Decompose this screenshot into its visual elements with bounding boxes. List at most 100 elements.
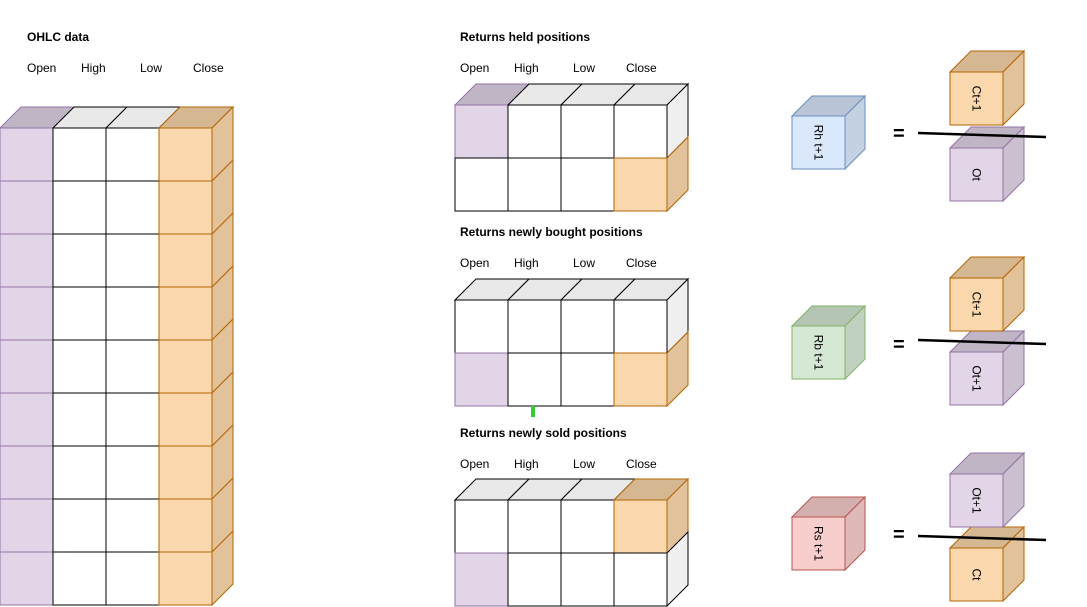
ohlc-cell-r8-c2	[105, 551, 160, 606]
denominator-cube-0-label: Ot	[970, 168, 984, 181]
panel0-cell-r1-c1	[507, 157, 562, 212]
ohlc-cell-r7-c2	[105, 498, 160, 553]
ohlc-cell-r5-c3	[158, 392, 213, 447]
panel0-cell-r1-c2	[560, 157, 615, 212]
result-cube-1: Rb t+1	[790, 304, 867, 381]
panel2-cell-r1-c1	[507, 552, 562, 607]
panel-held-grid	[453, 82, 690, 213]
numerator-cube-1-front	[949, 277, 1004, 332]
panel1-cell-r0-c1	[507, 299, 562, 354]
panel-bought-col-low: Low	[573, 256, 595, 270]
panel-bought-grid	[453, 277, 690, 408]
panel-sold-col-open: Open	[460, 457, 489, 471]
panel-held-col-high: High	[514, 61, 539, 75]
result-cube-1-front	[791, 325, 846, 380]
ohlc-cell-r5-c2	[105, 392, 160, 447]
result-cube-0-label: Rh t+1	[812, 125, 826, 161]
ohlc-cell-r6-c3	[158, 445, 213, 500]
panel1-cell-r0-c2	[560, 299, 615, 354]
ohlc-cell-r1-c2	[105, 180, 160, 235]
numerator-cube-0-label: Ct+1	[970, 86, 984, 112]
ohlc-cell-r0-c1	[52, 127, 107, 182]
ohlc-cell-r3-c1	[52, 286, 107, 341]
equals-sign-2: =	[893, 524, 905, 546]
panel2-cell-r0-c1	[507, 499, 562, 554]
ohlc-cell-r0-c0	[0, 127, 54, 182]
ohlc-cell-r2-c1	[52, 233, 107, 288]
ohlc-col-low: Low	[140, 61, 162, 75]
ohlc-cell-r8-c1	[52, 551, 107, 606]
panel0-cell-r1-c0	[454, 157, 509, 212]
ohlc-cell-r8-c0	[0, 551, 54, 606]
panel-sold-col-low: Low	[573, 457, 595, 471]
result-cube-2-front	[791, 516, 846, 571]
ohlc-block: OHLC data Open High Low Close	[0, 30, 235, 607]
numerator-cube-2-label: Ot+1	[970, 487, 984, 514]
result-cube-2-label: Rs t+1	[812, 526, 826, 561]
ohlc-col-high: High	[81, 61, 106, 75]
ohlc-cell-r3-c3	[158, 286, 213, 341]
numerator-cube-1-label: Ct+1	[970, 292, 984, 318]
panel0-cell-r0-c3	[613, 104, 668, 159]
ohlc-cell-r7-c1	[52, 498, 107, 553]
equals-sign-1: =	[893, 334, 905, 356]
ohlc-cell-r4-c3	[158, 339, 213, 394]
fraction-line-2	[917, 534, 1047, 542]
ohlc-grid	[0, 105, 235, 607]
denominator-cube-2-front	[949, 547, 1004, 602]
equals-sign-0: =	[893, 123, 905, 145]
panel1-cell-r0-c0	[454, 299, 509, 354]
ohlc-cell-r7-c3	[158, 498, 213, 553]
panel-sold: Returns newly sold positions Open High L…	[453, 426, 1047, 607]
panel-sold-title: Returns newly sold positions	[460, 426, 627, 440]
fraction-line-1	[917, 338, 1047, 346]
fraction-line-0	[917, 131, 1047, 139]
panel2-cell-r1-c3	[613, 552, 668, 607]
denominator-cube-1-label: Ot+1	[970, 365, 984, 392]
numerator-cube-1: Ct+1	[948, 255, 1026, 333]
panel-bought: Returns newly bought positions Open High…	[453, 225, 1047, 417]
ohlc-cell-r5-c1	[52, 392, 107, 447]
ohlc-cell-r2-c2	[105, 233, 160, 288]
panel0-cell-r0-c2	[560, 104, 615, 159]
panel-bought-equation: Rb t+1 = Ot+1 Ct+1	[790, 255, 1047, 407]
panel1-cell-r1-c3	[613, 352, 668, 407]
result-cube-1-label: Rb t+1	[812, 335, 826, 371]
panel2-cell-r1-c2	[560, 552, 615, 607]
panel-held-col-open: Open	[460, 61, 489, 75]
numerator-cube-2-front	[949, 473, 1004, 528]
ohlc-col-open: Open	[27, 61, 56, 75]
panel-held-equation: Rh t+1 = Ot Ct+1	[790, 49, 1047, 203]
panel0-cell-r1-c3	[613, 157, 668, 212]
panel2-cell-r0-c0	[454, 499, 509, 554]
ohlc-cell-r3-c2	[105, 286, 160, 341]
denominator-cube-1-front	[949, 351, 1004, 406]
panel0-cell-r0-c1	[507, 104, 562, 159]
ohlc-cell-r4-c0	[0, 339, 54, 394]
panel-sold-col-high: High	[514, 457, 539, 471]
ohlc-title: OHLC data	[27, 30, 89, 44]
panel-bought-title: Returns newly bought positions	[460, 225, 643, 239]
ohlc-cell-r6-c1	[52, 445, 107, 500]
panel1-cell-r1-c2	[560, 352, 615, 407]
numerator-cube-2: Ot+1	[948, 451, 1026, 529]
panel2-cell-r0-c3	[613, 499, 668, 554]
panel-held: Returns held positions Open High Low Clo…	[453, 30, 1047, 213]
panel-bought-col-close: Close	[626, 256, 657, 270]
panel1-cell-r1-c0	[454, 352, 509, 407]
ohlc-cell-r1-c1	[52, 180, 107, 235]
panel2-cell-r0-c2	[560, 499, 615, 554]
panel1-cell-r0-c3	[613, 299, 668, 354]
ohlc-cell-r4-c1	[52, 339, 107, 394]
denominator-cube-0: Ot	[948, 125, 1026, 203]
result-cube-0-front	[791, 115, 846, 170]
denominator-cube-0-front	[949, 147, 1004, 202]
ohlc-cell-r7-c0	[0, 498, 54, 553]
ohlc-cell-r2-c3	[158, 233, 213, 288]
denominator-cube-2-label: Ct	[970, 569, 984, 582]
panel-held-title: Returns held positions	[460, 30, 590, 44]
panel-sold-col-close: Close	[626, 457, 657, 471]
numerator-cube-0: Ct+1	[948, 49, 1026, 127]
panel-held-col-low: Low	[573, 61, 595, 75]
